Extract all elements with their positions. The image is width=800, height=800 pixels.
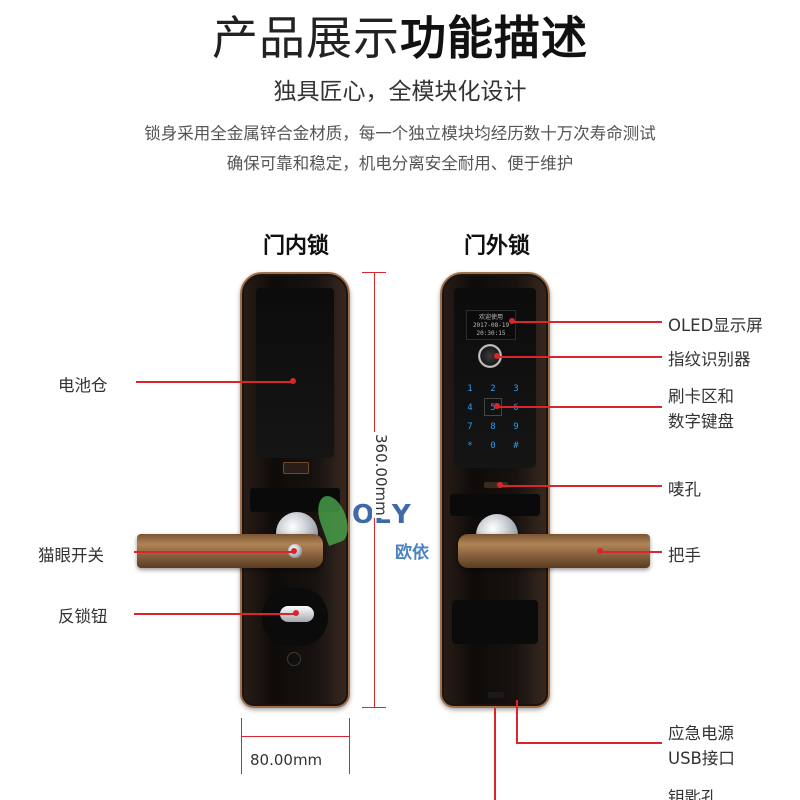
label-peephole-switch: 猫眼开关 (38, 546, 104, 565)
watermark-brand: 欧依 (395, 543, 429, 563)
oled-line-2: 2017-08-19 (472, 322, 510, 329)
callout-dot-peephole (291, 548, 297, 554)
callout-line-battery (136, 381, 293, 383)
oled-line-3: 20:30:15 (476, 330, 506, 337)
mic-hole (484, 482, 508, 488)
key-star[interactable]: * (467, 441, 473, 451)
label-usb: USB接口 (668, 749, 735, 768)
description-line-2: 确保可靠和稳定，机电分离安全耐用、便于维护 (226, 154, 574, 173)
inner-indicator-dot (287, 652, 301, 666)
inner-lock-heading: 门内锁 (262, 234, 329, 259)
width-dimension-label: 80.00mm (250, 751, 323, 769)
callout-vline-usb (516, 700, 518, 742)
key-1[interactable]: 1 (467, 384, 473, 394)
outer-middle-panel (450, 494, 540, 516)
callout-vline-keyhole (494, 708, 496, 800)
title-part2: 功能描述 (400, 11, 588, 65)
height-dimension-label: 360.00mm (372, 432, 390, 518)
label-handle: 把手 (668, 546, 701, 565)
usb-port[interactable] (488, 692, 504, 698)
inner-latch (283, 462, 309, 474)
key-6[interactable]: 6 (513, 403, 519, 413)
callout-dot-handle (597, 548, 603, 554)
callout-line-mic (500, 485, 662, 487)
width-dimension-line (241, 736, 349, 737)
width-dimension-left-tick (241, 718, 242, 774)
label-keyhole: 钥匙孔 (668, 788, 718, 800)
callout-dot-mic (497, 482, 503, 488)
key-2[interactable]: 2 (490, 384, 496, 394)
label-fingerprint: 指纹识别器 (668, 350, 751, 369)
label-anti-lock-knob: 反锁钮 (58, 607, 108, 626)
outer-lock-heading: 门外锁 (463, 234, 530, 259)
page-title: 产品展示功能描述 (0, 2, 800, 68)
height-dimension-top-tick (362, 272, 386, 273)
width-dimension-right-tick (349, 718, 350, 774)
label-emergency-power: 应急电源 (668, 724, 734, 743)
label-keypad: 数字键盘 (668, 412, 734, 431)
battery-compartment (256, 288, 334, 458)
callout-line-peephole (134, 551, 294, 553)
callout-line-fingerprint (497, 356, 662, 358)
key-4[interactable]: 4 (467, 403, 473, 413)
key-9[interactable]: 9 (513, 422, 519, 432)
oled-display: 欢迎使用 2017-08-19 20:30:15 (466, 310, 516, 340)
height-dimension-bottom-tick (362, 707, 386, 708)
label-mic-hole: 唛孔 (668, 480, 701, 499)
callout-dot-card-keypad (494, 403, 500, 409)
page-subtitle: 独具匠心，全模块化设计 (273, 79, 527, 105)
oled-line-1: 欢迎使用 (478, 314, 503, 321)
outer-lower-panel (452, 600, 538, 644)
label-oled: OLED显示屏 (668, 316, 763, 335)
callout-dot-oled (509, 318, 515, 324)
callout-dot-fingerprint (494, 353, 500, 359)
key-8[interactable]: 8 (490, 422, 496, 432)
callout-line-oled (512, 321, 662, 323)
key-7[interactable]: 7 (467, 422, 473, 432)
callout-line-usb (516, 742, 662, 744)
callout-line-card-keypad (497, 406, 662, 408)
key-5[interactable]: 5 (490, 403, 496, 413)
callout-dot-anti-lock (293, 610, 299, 616)
label-battery-compartment: 电池仓 (58, 376, 108, 395)
title-part1: 产品展示 (212, 11, 400, 65)
callout-dot-battery (290, 378, 296, 384)
key-3[interactable]: 3 (513, 384, 519, 394)
description-line-1: 锁身采用全金属锌合金材质，每一个独立模块均经历数十万次寿命测试 (144, 124, 656, 143)
callout-line-anti-lock (134, 613, 296, 615)
label-card-area: 刷卡区和 (668, 387, 734, 406)
key-0[interactable]: 0 (490, 441, 496, 451)
key-hash[interactable]: # (513, 441, 519, 451)
callout-line-handle (600, 551, 662, 553)
